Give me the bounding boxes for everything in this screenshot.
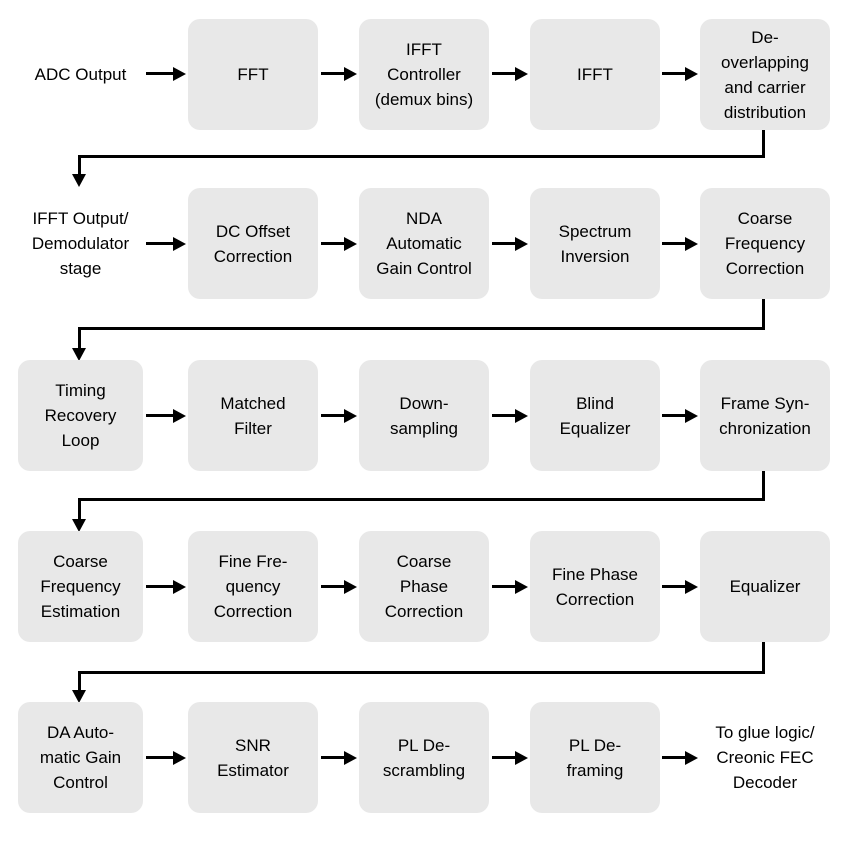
box-fft: FFT xyxy=(188,19,318,130)
arrow-right-r5-2 xyxy=(321,750,357,765)
box-coarse-frequency-estimation: Coarse Frequency Estimation xyxy=(18,531,143,642)
arrow-right-r1-4 xyxy=(662,66,698,81)
arrow-right-r2-3 xyxy=(492,236,528,251)
connector-4-down xyxy=(78,671,81,690)
connector-2-drop xyxy=(762,299,765,330)
box-snr-estimator: SNR Estimator xyxy=(188,702,318,813)
connector-4-arrowhead-icon xyxy=(72,690,86,703)
arrow-right-r5-1 xyxy=(146,750,186,765)
box-fine-frequency-correction: Fine Fre- quency Correction xyxy=(188,531,318,642)
arrow-right-r3-4 xyxy=(662,408,698,423)
box-equalizer: Equalizer xyxy=(700,531,830,642)
connector-2-across xyxy=(78,327,765,330)
box-blind-equalizer: Blind Equalizer xyxy=(530,360,660,471)
box-dc-offset-correction: DC Offset Correction xyxy=(188,188,318,299)
box-timing-recovery-loop: Timing Recovery Loop xyxy=(18,360,143,471)
box-spectrum-inversion: Spectrum Inversion xyxy=(530,188,660,299)
connector-4-across xyxy=(78,671,765,674)
connector-4-drop xyxy=(762,642,765,674)
arrow-right-r4-1 xyxy=(146,579,186,594)
arrow-right-r5-3 xyxy=(492,750,528,765)
arrow-right-r4-4 xyxy=(662,579,698,594)
arrow-right-r1-2 xyxy=(321,66,357,81)
arrow-right-r4-2 xyxy=(321,579,357,594)
box-nda-automatic-gain-control: NDA Automatic Gain Control xyxy=(359,188,489,299)
arrow-right-r1-3 xyxy=(492,66,528,81)
box-ifft-controller: IFFT Controller (demux bins) xyxy=(359,19,489,130)
connector-2-arrowhead-icon xyxy=(72,348,86,361)
connector-2-down xyxy=(78,327,81,348)
box-coarse-frequency-correction: Coarse Frequency Correction xyxy=(700,188,830,299)
box-coarse-phase-correction: Coarse Phase Correction xyxy=(359,531,489,642)
connector-3-across xyxy=(78,498,765,501)
connector-3-down xyxy=(78,498,81,519)
arrow-right-r3-1 xyxy=(146,408,186,423)
connector-1-arrowhead-icon xyxy=(72,174,86,187)
arrow-right-r2-1 xyxy=(146,236,186,251)
connector-1-across xyxy=(78,155,765,158)
label-to-glue-logic-fec-decoder: To glue logic/ Creonic FEC Decoder xyxy=(715,723,815,792)
box-pl-descrambling: PL De- scrambling xyxy=(359,702,489,813)
arrow-right-r2-2 xyxy=(321,236,357,251)
box-de-overlapping: De- overlapping and carrier distribution xyxy=(700,19,830,130)
box-frame-synchronization: Frame Syn- chronization xyxy=(700,360,830,471)
label-adc-output: ADC Output xyxy=(34,65,127,84)
arrow-right-r3-3 xyxy=(492,408,528,423)
connector-1-drop xyxy=(762,130,765,158)
box-fine-phase-correction: Fine Phase Correction xyxy=(530,531,660,642)
arrow-right-r4-3 xyxy=(492,579,528,594)
box-downsampling: Down- sampling xyxy=(359,360,489,471)
connector-1-down xyxy=(78,155,81,174)
arrow-right-r1-1 xyxy=(146,66,186,81)
label-ifft-output-stage: IFFT Output/ Demodulator stage xyxy=(31,209,130,278)
box-pl-deframing: PL De- framing xyxy=(530,702,660,813)
box-matched-filter: Matched Filter xyxy=(188,360,318,471)
box-da-automatic-gain-control: DA Auto- matic Gain Control xyxy=(18,702,143,813)
box-ifft: IFFT xyxy=(530,19,660,130)
connector-3-arrowhead-icon xyxy=(72,519,86,532)
connector-3-drop xyxy=(762,471,765,501)
arrow-right-r3-2 xyxy=(321,408,357,423)
arrow-right-r2-4 xyxy=(662,236,698,251)
arrow-right-r5-4 xyxy=(662,750,698,765)
